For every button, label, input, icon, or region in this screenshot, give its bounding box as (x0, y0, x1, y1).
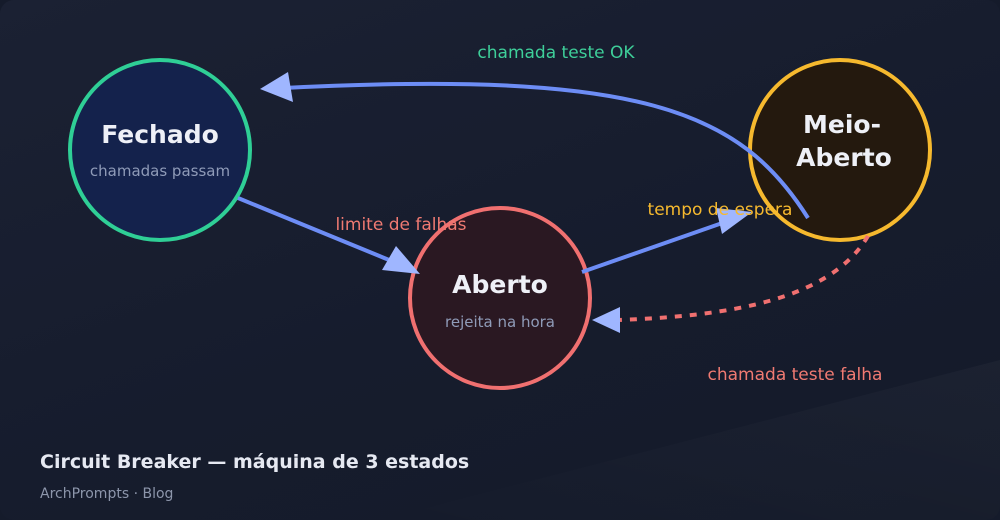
state-open-circle (408, 206, 592, 390)
label-wait-time: tempo de espera (648, 200, 793, 220)
label-test-call-fails: chamada teste falha (708, 365, 883, 385)
state-closed-subtitle: chamadas passam (90, 162, 230, 180)
label-test-call-ok: chamada teste OK (477, 43, 635, 63)
footer-subtitle: ArchPrompts · Blog (40, 486, 174, 502)
state-closed-circle (68, 58, 252, 242)
footer-title: Circuit Breaker — máquina de 3 estados (40, 451, 470, 473)
state-open-subtitle: rejeita na hora (445, 313, 555, 331)
arrowhead-closed-to-open (382, 246, 420, 274)
arrow-half-open-to-closed (283, 81, 810, 220)
state-closed-title: Fechado (101, 120, 219, 149)
arrowhead-open-to-half-open (716, 208, 752, 234)
label-failure-threshold: limite de falhas (335, 215, 466, 235)
arrow-closed-to-open (237, 196, 395, 264)
arrowhead-half-open-to-open (592, 307, 620, 333)
arrowhead-half-open-to-closed (260, 72, 293, 102)
background-sheen (380, 360, 1000, 520)
arrow-open-to-half-open (581, 219, 729, 274)
state-half-open-title-line1: Meio- (803, 110, 881, 139)
state-half-open-title-line2: Aberto (796, 143, 892, 172)
arrow-half-open-to-open (617, 234, 870, 322)
state-open-title: Aberto (452, 270, 548, 299)
